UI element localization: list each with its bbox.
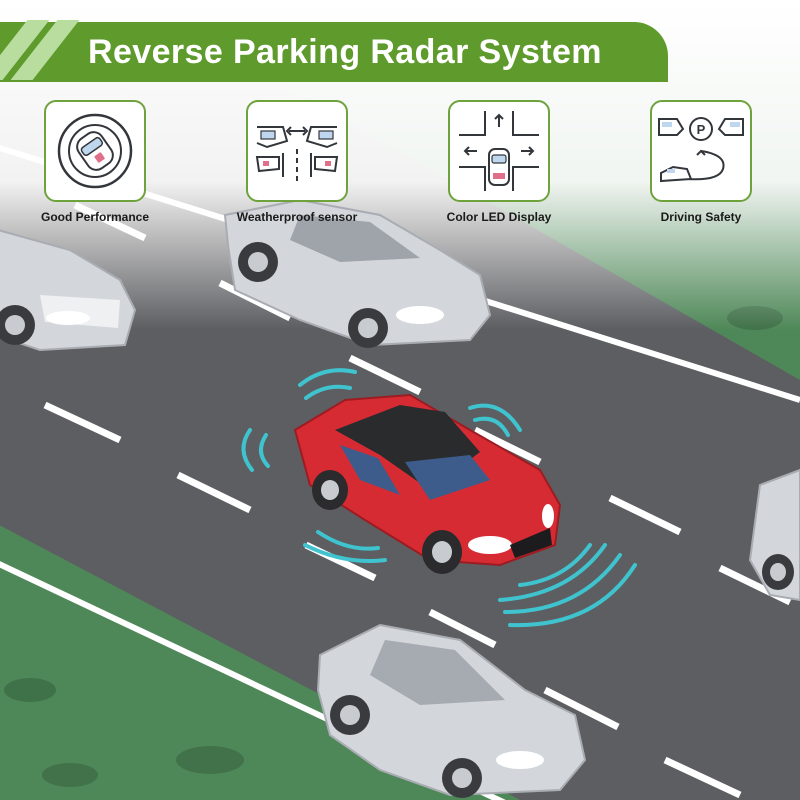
feature-weatherproof-sensor: Weatherproof sensor	[222, 100, 372, 224]
feature-color-led-display: Color LED Display	[424, 100, 574, 224]
feature-driving-safety: P Driving Safety	[626, 100, 776, 224]
gray-car-top-left	[0, 229, 137, 352]
parking-route-icon: P	[650, 100, 752, 202]
feature-label: Color LED Display	[446, 210, 552, 224]
gray-car-right	[748, 468, 800, 602]
car-in-circle-icon	[44, 100, 146, 202]
side-mirrors-icon	[246, 100, 348, 202]
intersection-icon	[448, 100, 550, 202]
red-car	[293, 393, 562, 574]
feature-label: Driving Safety	[660, 210, 742, 224]
radar-waves	[241, 368, 637, 628]
feature-label: Good Performance	[40, 210, 150, 224]
page-title: Reverse Parking Radar System	[88, 33, 602, 71]
svg-text:P: P	[697, 122, 706, 137]
banner-background	[0, 22, 668, 82]
feature-good-performance: Good Performance	[20, 100, 170, 224]
title-banner: Reverse Parking Radar System	[0, 20, 668, 82]
gray-car-top-center	[223, 198, 492, 348]
feature-label: Weatherproof sensor	[236, 210, 358, 224]
gray-car-bottom	[316, 623, 587, 798]
